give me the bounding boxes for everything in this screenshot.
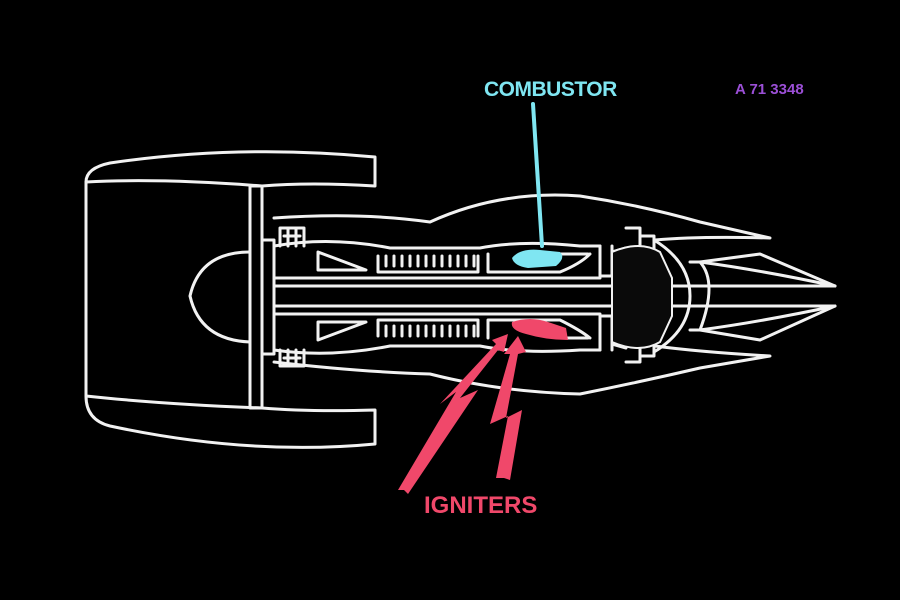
compressor-wall-top — [272, 239, 602, 250]
shaft-tube — [272, 276, 602, 316]
compressor-rotor-bottom — [316, 320, 368, 342]
front-frame — [248, 184, 276, 410]
inlet-cowl-inner-lip — [84, 179, 264, 410]
compressor-wall-bottom — [272, 344, 602, 355]
igniters-label: IGNITERS — [424, 492, 538, 519]
igniter-flame-highlight — [511, 319, 568, 340]
exhaust-frame — [652, 238, 692, 354]
engine-outline — [84, 150, 837, 449]
inlet-cowl — [84, 150, 377, 449]
exhaust-nozzle — [698, 252, 837, 342]
igniter-arrow-right — [490, 336, 526, 480]
casing-bottom — [272, 344, 772, 396]
combustor-label: COMBUSTOR — [484, 78, 617, 101]
lp-compressor-bottom — [278, 348, 306, 368]
igniter-arrow-left — [398, 334, 508, 494]
igniter-arrows — [398, 334, 526, 494]
reference-code: A 71 3348 — [735, 81, 804, 98]
combustor-pointer — [512, 102, 563, 268]
turbine-stage-bottom — [598, 314, 656, 364]
lp-compressor-top — [278, 226, 306, 248]
combustor-flame-highlight — [512, 249, 563, 268]
compressor-rotor-top — [316, 250, 368, 272]
hp-compressor-bottom — [376, 318, 480, 338]
turbine-disc — [611, 245, 673, 349]
casing-top — [272, 193, 772, 242]
nose-cone — [188, 250, 252, 344]
hp-compressor-top — [376, 254, 480, 274]
exhaust-cone — [688, 260, 837, 332]
main-shaft — [272, 284, 837, 308]
combustor-chamber-top — [486, 252, 592, 274]
